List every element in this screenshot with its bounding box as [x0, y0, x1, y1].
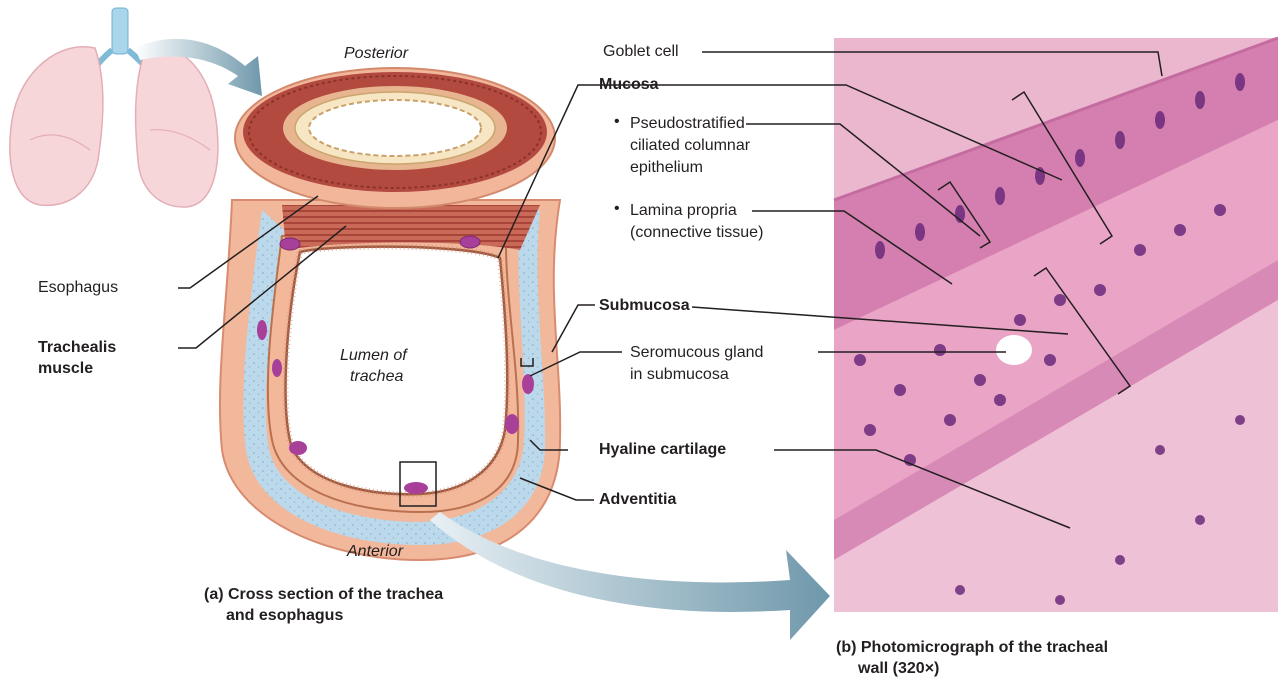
caption-b-line1: (b) Photomicrograph of the tracheal	[836, 638, 1108, 658]
bullet-1: •	[614, 112, 620, 132]
caption-b-line2: wall (320×)	[858, 659, 939, 679]
lamina-label-line1: Lamina propria	[630, 201, 737, 221]
submucosa-label: Submucosa	[599, 296, 690, 316]
lumen-label-line1: Lumen of	[340, 346, 407, 366]
lamina-label-line2: (connective tissue)	[630, 223, 763, 243]
trachealis-label-line1: Trachealis	[38, 338, 116, 358]
trachealis-label-line2: muscle	[38, 359, 93, 379]
hyaline-cartilage-label: Hyaline cartilage	[599, 440, 726, 460]
lumen-label-line2: trachea	[350, 367, 403, 387]
lungs-thumbnail	[10, 8, 218, 207]
pseudo-label-line1: Pseudostratified	[630, 114, 745, 134]
cross-section	[220, 68, 560, 560]
posterior-label: Posterior	[344, 44, 408, 64]
caption-a-line2: and esophagus	[226, 606, 343, 626]
adventitia-label: Adventitia	[599, 490, 676, 510]
seromucous-label-line2: in submucosa	[630, 365, 729, 385]
esophagus-label: Esophagus	[38, 278, 118, 298]
mucosa-label: Mucosa	[599, 75, 659, 95]
bullet-2: •	[614, 199, 620, 219]
pseudo-label-line3: epithelium	[630, 158, 703, 178]
anterior-label: Anterior	[347, 542, 403, 562]
caption-a-line1: (a) Cross section of the trachea	[204, 585, 443, 605]
photomicrograph	[834, 38, 1278, 612]
pseudo-label-line2: ciliated columnar	[630, 136, 750, 156]
goblet-cell-label: Goblet cell	[603, 42, 679, 62]
seromucous-label-line1: Seromucous gland	[630, 343, 763, 363]
